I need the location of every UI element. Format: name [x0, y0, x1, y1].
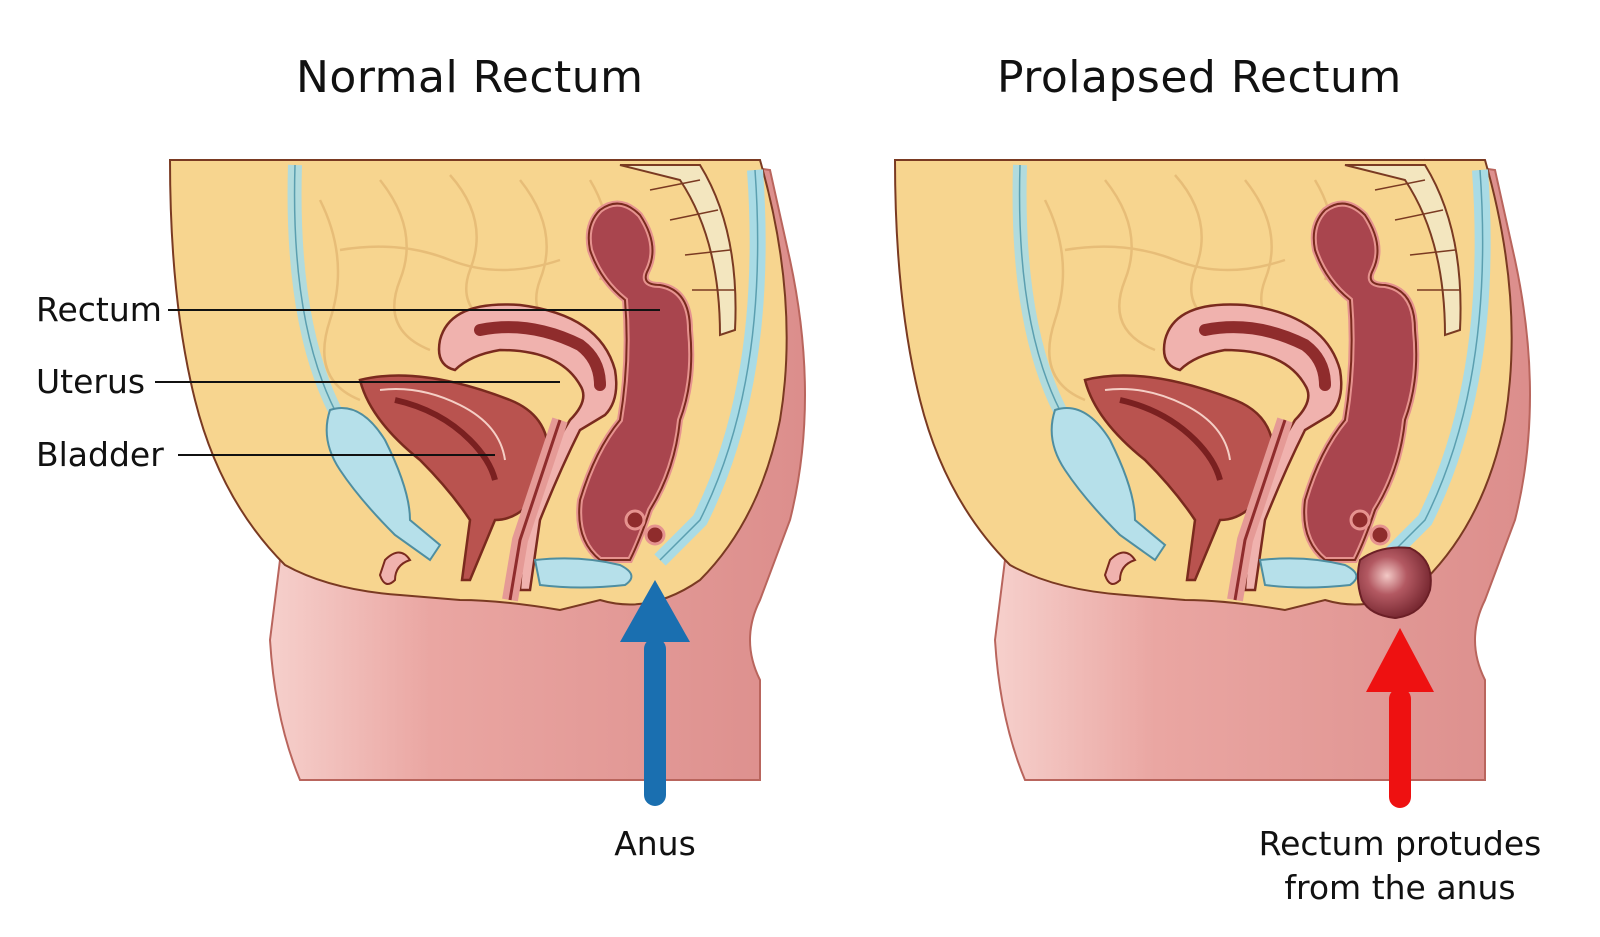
caption-prolapse-line2: from the anus: [1284, 868, 1516, 907]
caption-anus: Anus: [614, 824, 696, 863]
title-normal: Normal Rectum: [296, 52, 644, 103]
caption-prolapse-line1: Rectum protudes: [1258, 824, 1542, 863]
label-uterus: Uterus: [36, 362, 146, 401]
arrow-up-icon-prolapse: [1366, 628, 1434, 808]
rectal-prolapse-bulge: [1356, 546, 1432, 620]
panel-prolapsed: [895, 160, 1530, 808]
label-bladder: Bladder: [36, 435, 164, 474]
arrow-up-icon-anus: [620, 580, 690, 806]
label-rectum: Rectum: [36, 290, 162, 329]
title-prolapsed: Prolapsed Rectum: [997, 52, 1402, 103]
panel-normal: [155, 160, 805, 806]
